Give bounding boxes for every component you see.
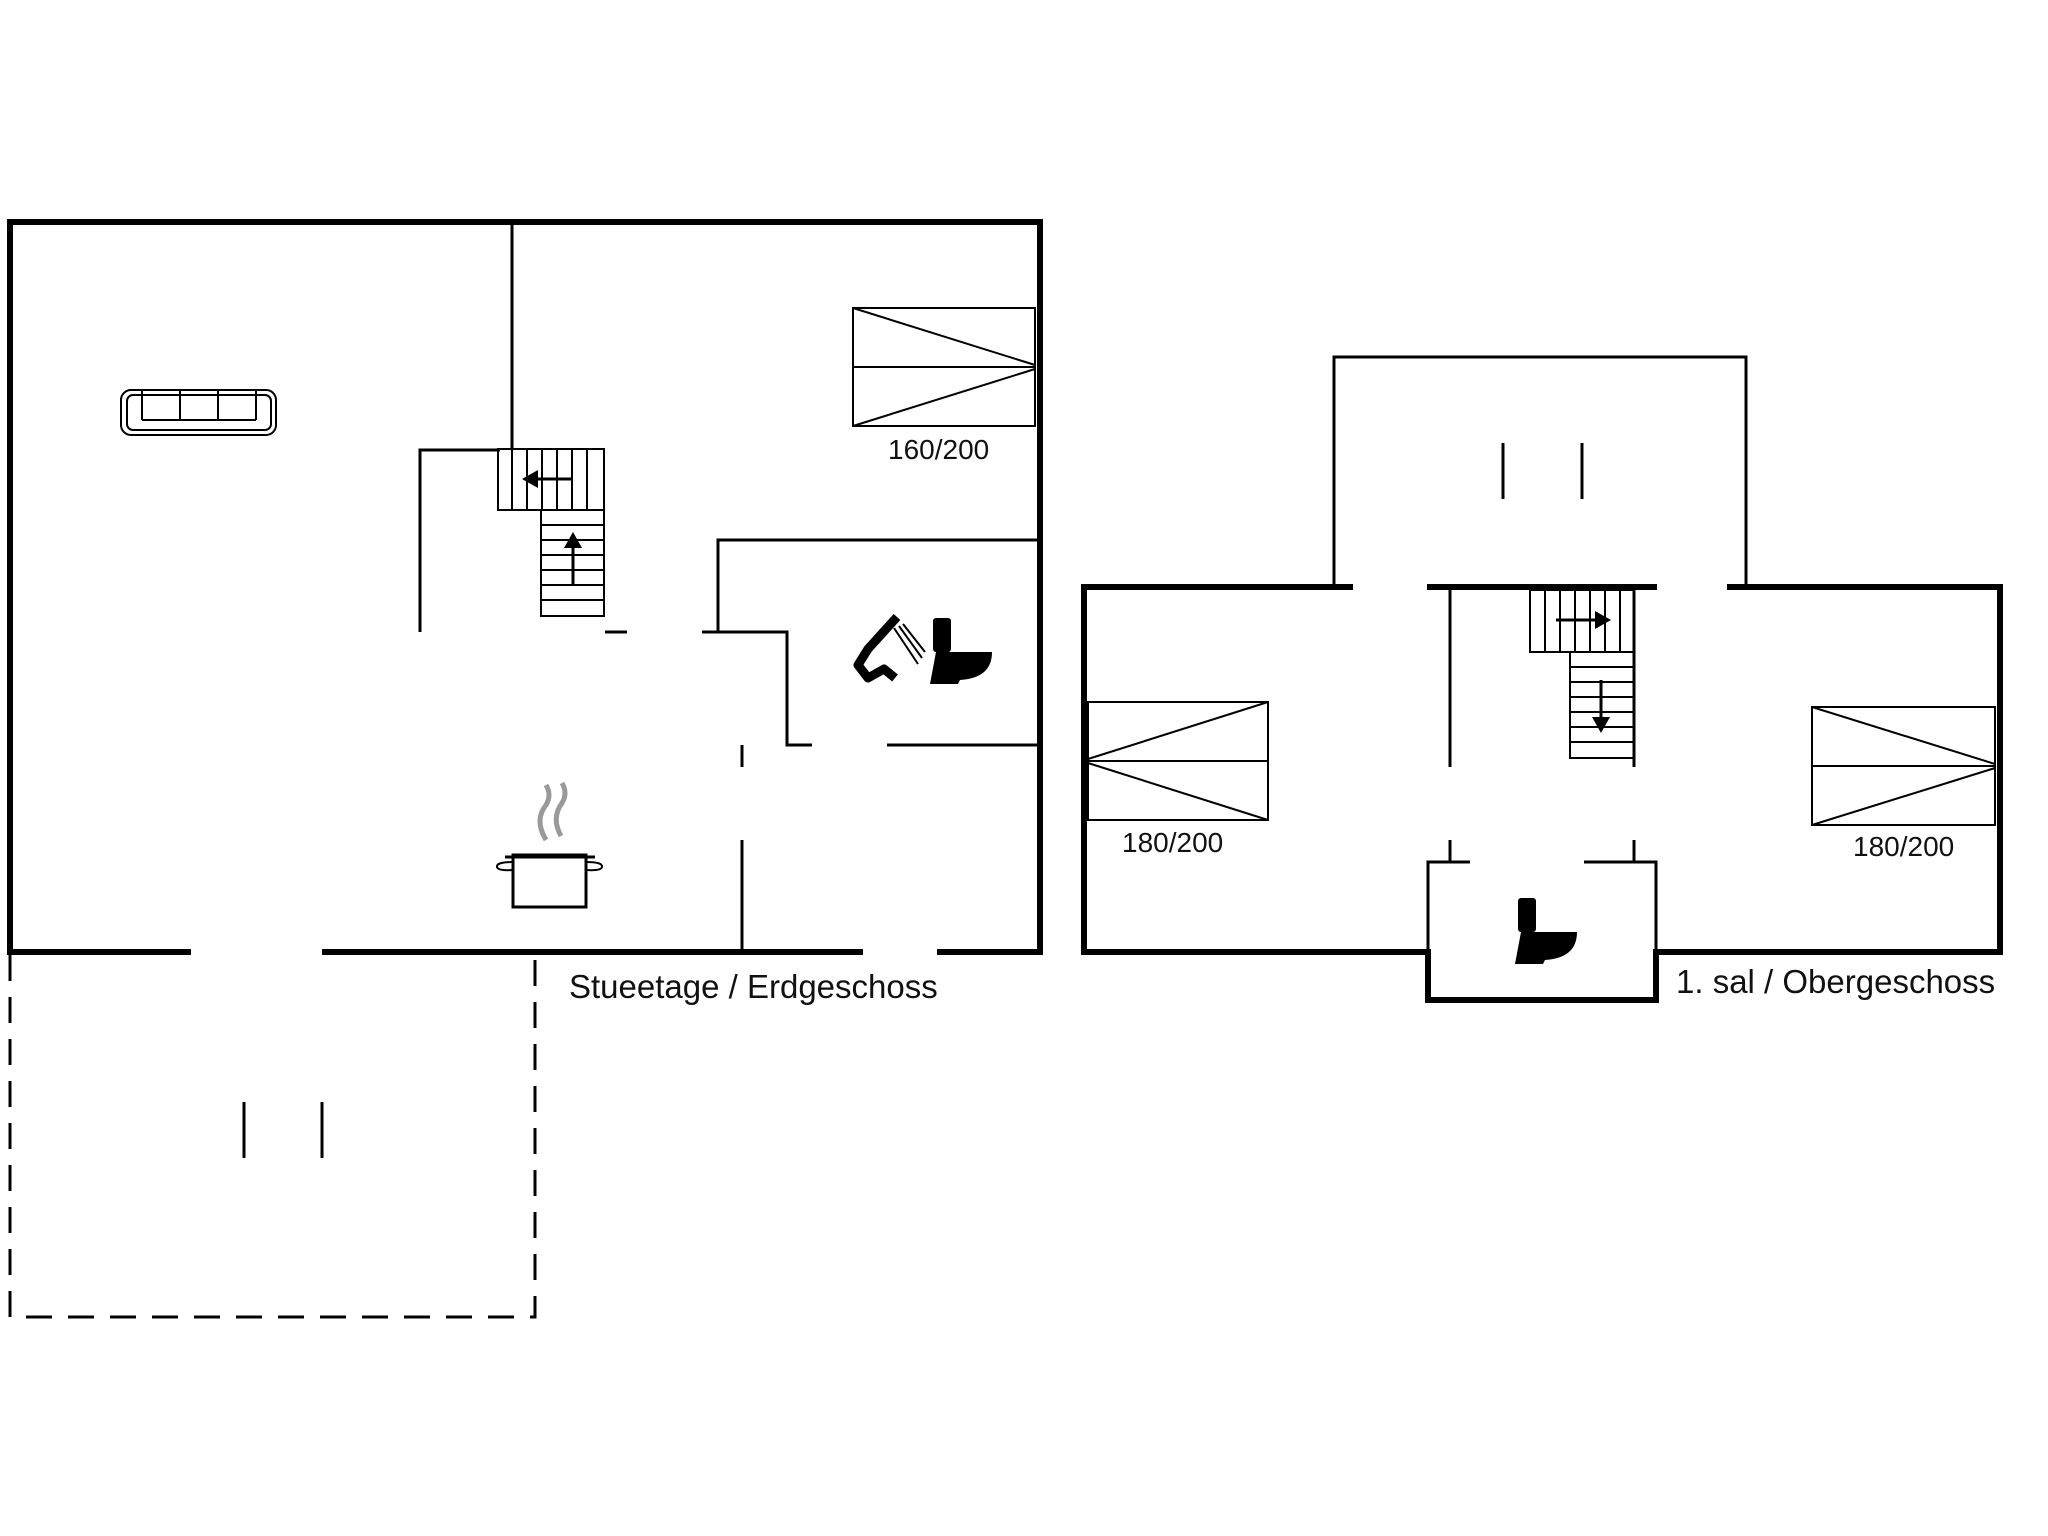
bed-icon [1087,701,1269,821]
upper-outer-wall [1081,584,2003,1003]
ground-outer-wall [7,219,1043,955]
floor-label-upper: 1. sal / Obergeschoss [1676,963,1995,1000]
upper-wc-wall [1426,860,1470,952]
toilet-icon [1515,898,1577,964]
shower-icon [853,613,926,683]
ground-floor: 160/200 Stueetage / Erdgesch [7,219,1043,1319]
staircase-icon [1529,589,1635,759]
cooking-pot-icon [495,781,604,909]
ground-bathroom-wall [702,630,812,747]
door-opening-icon [242,1102,324,1158]
bed-size-label: 180/200 [1853,831,1954,862]
sofa-icon [120,389,277,436]
upper-wc-wall [1584,860,1658,952]
door-opening-icon [1501,443,1584,499]
ground-stair-wall [418,448,500,632]
toilet-icon [930,618,992,684]
ground-bathroom-wall [716,538,1040,632]
terrace-outline [8,955,537,1319]
upper-floor: 180/200 180/200 1. sal / Obergeschoss [1081,355,2003,1003]
bed-icon [1811,706,1996,826]
staircase-icon [497,448,605,617]
upper-bay-wall [1332,355,1748,587]
bed-size-label: 180/200 [1122,827,1223,858]
bed-size-label: 160/200 [888,434,989,465]
bed-icon [852,307,1036,427]
floor-label-ground: Stueetage / Erdgeschoss [569,968,938,1005]
